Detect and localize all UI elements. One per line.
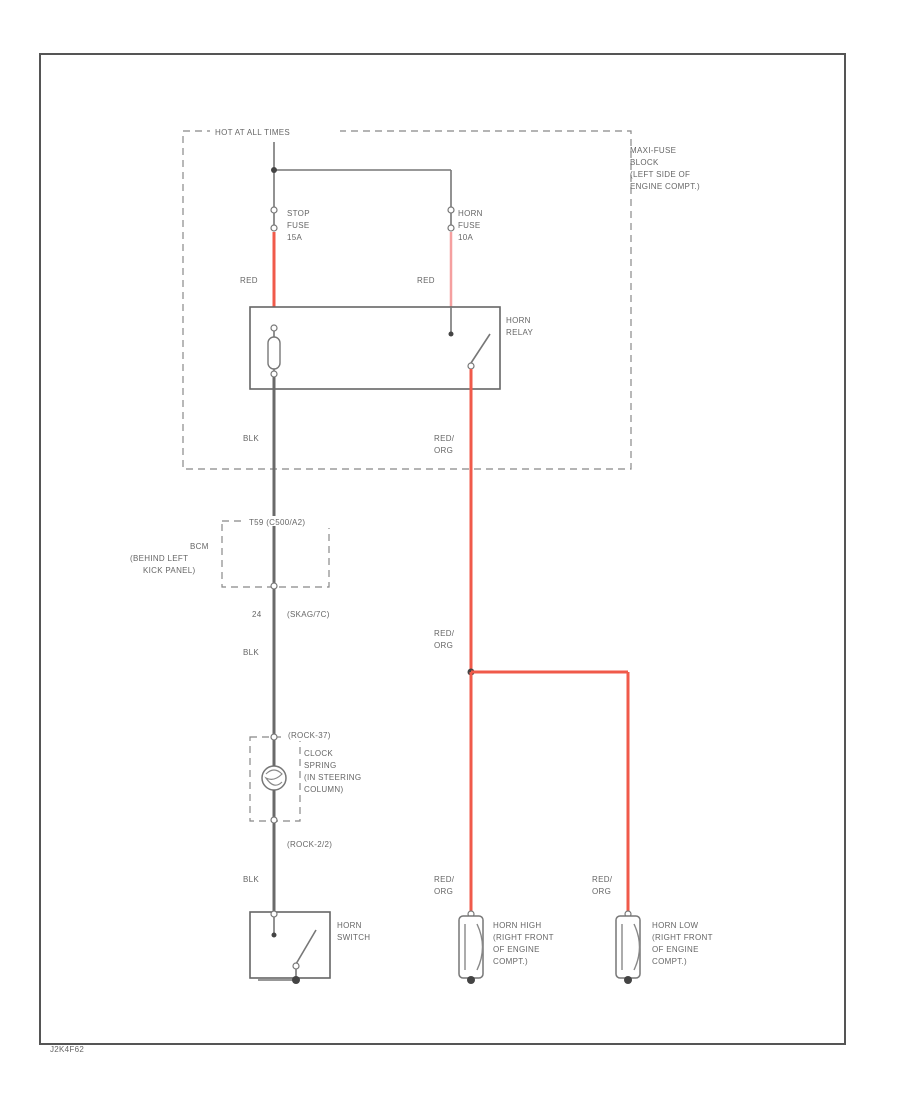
connector-top-label: T59 (C500/A2) (249, 518, 305, 527)
svg-text:10A: 10A (458, 233, 473, 242)
svg-text:KICK PANEL): KICK PANEL) (143, 566, 196, 575)
svg-text:(RIGHT FRONT: (RIGHT FRONT (493, 933, 554, 942)
horn-fuse: HORN FUSE 10A (447, 206, 483, 242)
wire-label-red-right: RED (417, 276, 435, 285)
svg-text:RED/: RED/ (434, 875, 455, 884)
svg-text:RED/: RED/ (434, 629, 455, 638)
horn-high: HORN HIGH (RIGHT FRONT OF ENGINE COMPT.) (458, 910, 554, 984)
svg-text:BLOCK: BLOCK (630, 158, 659, 167)
wire-label-red-org-relay: RED/ ORG (434, 434, 455, 455)
svg-text:SPRING: SPRING (304, 761, 336, 770)
clock-spring-top-label: (ROCK-37) (288, 731, 331, 740)
fuse-block-header: HOT AT ALL TIMES (215, 128, 290, 137)
clock-spring-bottom-label: (ROCK-2/2) (287, 840, 332, 849)
wire-label-red-org-high: RED/ ORG (434, 875, 455, 896)
wire-label-blk-switch: BLK (243, 875, 259, 884)
fuse-block-label: MAXI-FUSE BLOCK (LEFT SIDE OF ENGINE COM… (630, 146, 700, 191)
horn-low: HORN LOW (RIGHT FRONT OF ENGINE COMPT.) (615, 910, 713, 984)
svg-text:ORG: ORG (434, 446, 453, 455)
svg-text:(RIGHT FRONT: (RIGHT FRONT (652, 933, 713, 942)
svg-text:RED/: RED/ (592, 875, 613, 884)
connector-bottom-pin: 24 (252, 610, 262, 619)
svg-text:OF ENGINE: OF ENGINE (652, 945, 699, 954)
wire-label-blk-lower: BLK (243, 648, 259, 657)
svg-text:HORN HIGH: HORN HIGH (493, 921, 541, 930)
bcm-label: BCM (BEHIND LEFT KICK PANEL) (130, 542, 209, 575)
horn-relay: HORN RELAY (249, 306, 534, 390)
svg-text:(IN STEERING: (IN STEERING (304, 773, 361, 782)
clock-spring-symbol (261, 765, 287, 791)
diagram-frame (39, 53, 846, 1045)
svg-text:HORN: HORN (458, 209, 483, 218)
svg-text:COLUMN): COLUMN) (304, 785, 343, 794)
wire-label-blk-upper: BLK (243, 434, 259, 443)
svg-text:(BEHIND LEFT: (BEHIND LEFT (130, 554, 188, 563)
wire-label-red-org-low: RED/ ORG (592, 875, 613, 896)
svg-text:OF ENGINE: OF ENGINE (493, 945, 540, 954)
stop-fuse: STOP FUSE 15A (270, 206, 310, 242)
clock-spring-pin-bottom (270, 816, 278, 824)
bus-splice (271, 167, 277, 173)
svg-text:COMPT.): COMPT.) (493, 957, 528, 966)
svg-text:BCM: BCM (190, 542, 209, 551)
svg-text:HORN: HORN (506, 316, 531, 325)
clock-spring-label: CLOCK SPRING (IN STEERING COLUMN) (304, 749, 361, 794)
svg-text:RED/: RED/ (434, 434, 455, 443)
wire-label-red-left: RED (240, 276, 258, 285)
wire-label-red-org-splice: RED/ ORG (434, 629, 455, 650)
figure-id: J2K4F62 (50, 1045, 84, 1054)
svg-text:FUSE: FUSE (458, 221, 481, 230)
svg-text:SWITCH: SWITCH (337, 933, 370, 942)
svg-text:(LEFT SIDE OF: (LEFT SIDE OF (630, 170, 690, 179)
svg-text:RELAY: RELAY (506, 328, 534, 337)
svg-text:FUSE: FUSE (287, 221, 310, 230)
clock-spring-pin-top (270, 733, 278, 741)
connector-bottom-label: (SKAG/7C) (287, 610, 330, 619)
svg-text:COMPT.): COMPT.) (652, 957, 687, 966)
svg-text:HORN: HORN (337, 921, 362, 930)
svg-text:ORG: ORG (592, 887, 611, 896)
svg-text:ENGINE COMPT.): ENGINE COMPT.) (630, 182, 700, 191)
svg-text:HORN LOW: HORN LOW (652, 921, 699, 930)
svg-text:MAXI-FUSE: MAXI-FUSE (630, 146, 676, 155)
svg-text:CLOCK: CLOCK (304, 749, 333, 758)
maxi-fuse-block-outline (182, 130, 632, 470)
svg-text:ORG: ORG (434, 887, 453, 896)
bcm-pin-bottom (270, 582, 278, 590)
svg-text:STOP: STOP (287, 209, 310, 218)
svg-text:15A: 15A (287, 233, 302, 242)
svg-text:ORG: ORG (434, 641, 453, 650)
horn-switch: HORN SWITCH (249, 910, 370, 984)
